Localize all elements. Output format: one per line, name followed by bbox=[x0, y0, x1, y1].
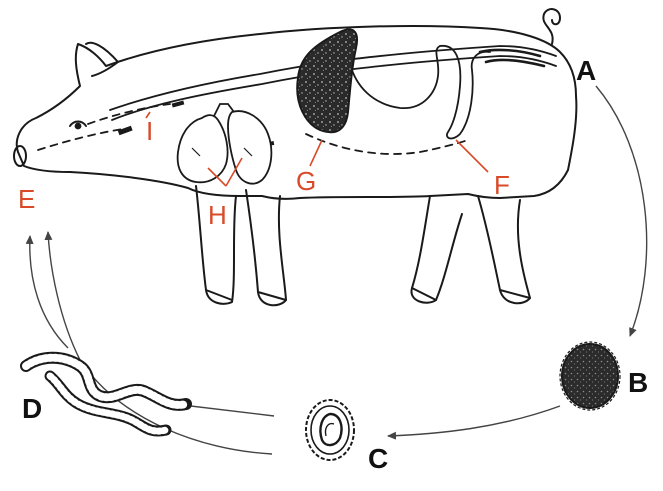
worm-icon bbox=[26, 358, 186, 431]
label-h: H bbox=[208, 202, 227, 228]
label-a: A bbox=[576, 58, 596, 84]
lungs-icon bbox=[178, 104, 272, 184]
label-b: B bbox=[628, 370, 648, 396]
egg-icon bbox=[560, 342, 620, 410]
label-c: C bbox=[368, 446, 388, 472]
liver-icon bbox=[297, 29, 357, 132]
label-f: F bbox=[494, 172, 510, 198]
pig-outline-icon bbox=[14, 9, 576, 305]
label-e: E bbox=[18, 186, 35, 212]
label-g: G bbox=[296, 168, 316, 194]
label-d: D bbox=[22, 396, 42, 422]
embryonated-egg-icon bbox=[306, 400, 354, 460]
label-i: I bbox=[146, 118, 153, 144]
